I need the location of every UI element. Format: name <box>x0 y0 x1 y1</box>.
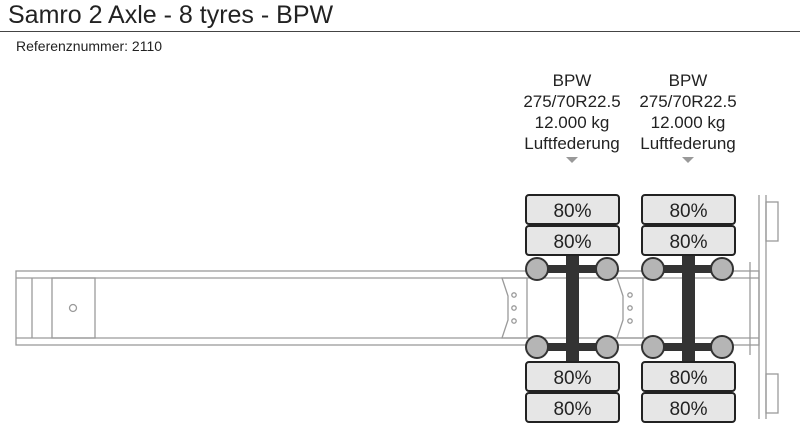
hub-icon <box>525 257 549 281</box>
axle-2-tyre-1: 80% <box>641 194 736 225</box>
axle-2-tyre-3: 80% <box>641 361 736 392</box>
axle-2-brand: BPW <box>668 71 708 90</box>
chassis-frame <box>15 195 779 419</box>
tyre-tread-label: 80% <box>553 232 591 253</box>
hub-icon <box>595 257 619 281</box>
axle-2-upper-hub-bar <box>652 265 724 273</box>
tyre-tread-label: 80% <box>669 201 707 222</box>
axle-2-lower-hub-bar <box>652 343 724 351</box>
tyre-tread-label: 80% <box>553 201 591 222</box>
axle-2-pointer-icon <box>682 157 694 163</box>
hub-icon <box>641 257 665 281</box>
axle-1: 80% 80% 80% 80% <box>525 194 620 423</box>
axle-1-beam <box>566 254 579 362</box>
tyre-tread-label: 80% <box>669 232 707 253</box>
axle-1-brand: BPW <box>552 71 592 90</box>
hub-icon <box>525 335 549 359</box>
hub-icon <box>641 335 665 359</box>
axle-1-pointer-icon <box>566 157 578 163</box>
axle-2-tyre-2: 80% <box>641 225 736 256</box>
hub-icon <box>710 335 734 359</box>
axle-1-tyre-size: 275/70R22.5 <box>523 92 621 111</box>
axle-2-info: BPW 275/70R22.5 12.000 kg Luftfederung <box>628 70 748 154</box>
hub-icon <box>595 335 619 359</box>
axle-2-suspension: Luftfederung <box>640 134 736 153</box>
tyre-tread-label: 80% <box>553 368 591 389</box>
axle-1-tyre-1: 80% <box>525 194 620 225</box>
tyre-tread-label: 80% <box>553 399 591 420</box>
axle-1-tyre-4: 80% <box>525 392 620 423</box>
axle-1-info: BPW 275/70R22.5 12.000 kg Luftfederung <box>512 70 632 154</box>
axle-2-load: 12.000 kg <box>650 113 726 132</box>
axle-2-tyre-4: 80% <box>641 392 736 423</box>
axle-1-upper-hub-bar <box>536 265 608 273</box>
title-divider <box>0 31 800 32</box>
axle-1-tyre-3: 80% <box>525 361 620 392</box>
axle-2-tyre-size: 275/70R22.5 <box>639 92 737 111</box>
page-title: Samro 2 Axle - 8 tyres - BPW <box>8 1 334 29</box>
axle-1-tyre-2: 80% <box>525 225 620 256</box>
tyre-tread-label: 80% <box>669 368 707 389</box>
axle-1-suspension: Luftfederung <box>524 134 620 153</box>
reference-number: Referenznummer: 2110 <box>16 38 163 54</box>
hub-icon <box>710 257 734 281</box>
axle-1-lower-hub-bar <box>536 343 608 351</box>
axle-2: 80% 80% 80% 80% <box>641 194 736 423</box>
tyre-tread-label: 80% <box>669 399 707 420</box>
axle-2-beam <box>682 254 695 362</box>
axle-1-load: 12.000 kg <box>534 113 610 132</box>
